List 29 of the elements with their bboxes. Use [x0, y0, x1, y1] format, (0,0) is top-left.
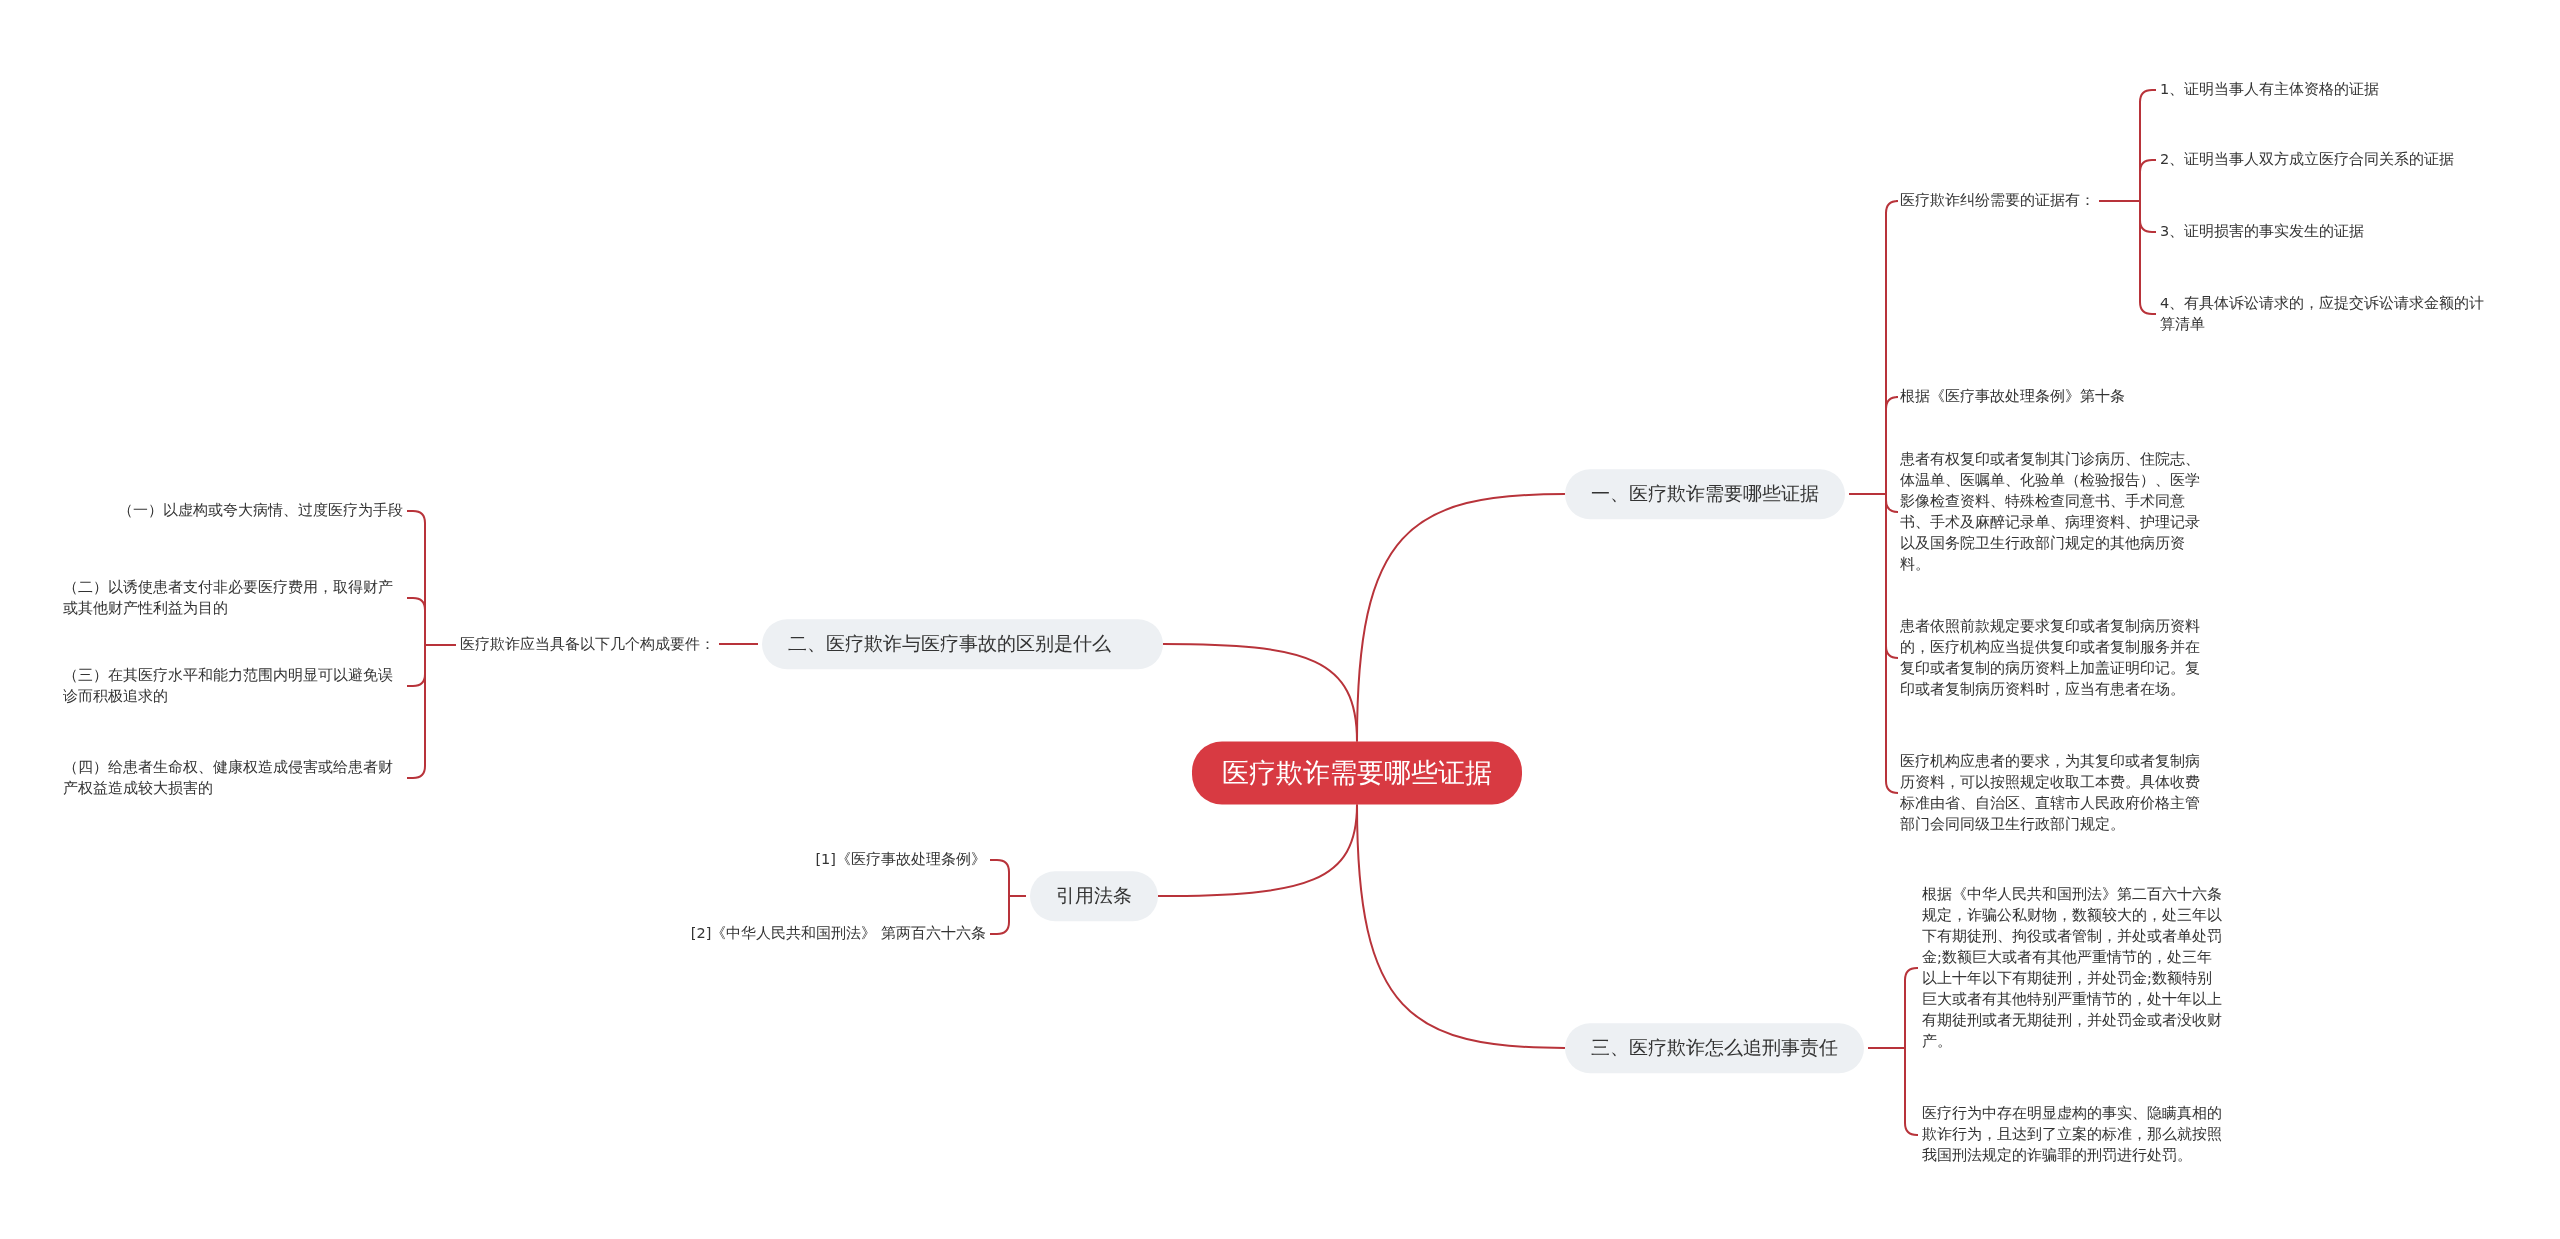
connector-line [718, 643, 759, 645]
topic-text: 医疗机构应患者的要求，为其复印或者复制病历资料，可以按照规定收取工本费。具体收费标准由省、自治区、直辖市人民政府价格主管部门会同同级卫生行政部门规定。 [1900, 750, 2200, 836]
topic-pill: 三、医疗欺诈怎么追刑事责任 [1565, 1023, 1864, 1073]
topic-text: 患者依照前款规定要求复印或者复制病历资料的，医疗机构应当提供复印或者复制服务并在复印或者复制的病历资料上加盖证明印记。复印或者复制病历资料时，应当有患者在场。 [1900, 615, 2200, 701]
connector-line [1162, 643, 1358, 743]
topic-text: （二）以诱使患者支付非必要医疗费用，取得财产或其他财产性利益为目的 [63, 577, 403, 619]
topic-text: （三）在其医疗水平和能力范围内明显可以避免误诊而积极追求的 [63, 665, 403, 707]
topic-text: [2]《中华人民共和国刑法》 第两百六十六条 [690, 923, 986, 945]
topic-pill: 二、医疗欺诈与医疗事故的区别是什么 [762, 619, 1163, 669]
connector-line [1867, 1047, 1919, 1136]
topic-text: 3、证明损害的事实发生的证据 [2160, 221, 2365, 243]
topic-text: 医疗行为中存在明显虚构的事实、隐瞒真相的欺诈行为，且达到了立案的标准，那么就按照我国刑法规定的诈骗罪的刑罚进行处罚。 [1922, 1103, 2222, 1167]
topic-text: 患者有权复印或者复制其门诊病历、住院志、体温单、医嘱单、化验单（检验报告）、医学影像检查资料、特殊检查同意书、手术同意书、手术及麻醉记录单、病理资料、护理记录以及国务院卫生行政部门规定的其他病历资料。 [1900, 448, 2200, 576]
connector-line [1157, 803, 1358, 897]
connector-line [1848, 493, 1899, 794]
topic-text: 根据《中华人民共和国刑法》第二百六十六条规定，诈骗公私财物，数额较大的，处三年以下有期徒刑、拘役或者管制，并处或者单处罚金;数额巨大或者有其他严重情节的，处三年以上十年以下有期徒刑，并处罚金;数额特别巨大或者有其他特别严重情节的，处十年以上有期徒刑或者无期徒刑，并处罚金或者没收财产。 [1922, 883, 2222, 1053]
topic-text: 医疗欺诈纠纷需要的证据有： [1900, 190, 2095, 212]
connector-line [989, 895, 1027, 935]
topic-text: 4、有具体诉讼请求的，应提交诉讼请求金额的计算清单 [2160, 293, 2490, 335]
central-topic: 医疗欺诈需要哪些证据 [1192, 741, 1522, 805]
topic-text: （一）以虚构或夸大病情、过度医疗为手段 [118, 500, 403, 522]
topic-pill: 一、医疗欺诈需要哪些证据 [1565, 469, 1845, 519]
topic-text: （四）给患者生命权、健康权造成侵害或给患者财产权益造成较大损害的 [63, 757, 403, 799]
topic-pill: 引用法条 [1030, 871, 1158, 921]
topic-text: 医疗欺诈应当具备以下几个构成要件： [460, 634, 715, 656]
topic-text: 根据《医疗事故处理条例》第十条 [1900, 386, 2125, 408]
topic-text: 1、证明当事人有主体资格的证据 [2160, 79, 2380, 101]
topic-text: [1]《医疗事故处理条例》 [815, 849, 986, 871]
topic-text: 2、证明当事人双方成立医疗合同关系的证据 [2160, 149, 2455, 171]
